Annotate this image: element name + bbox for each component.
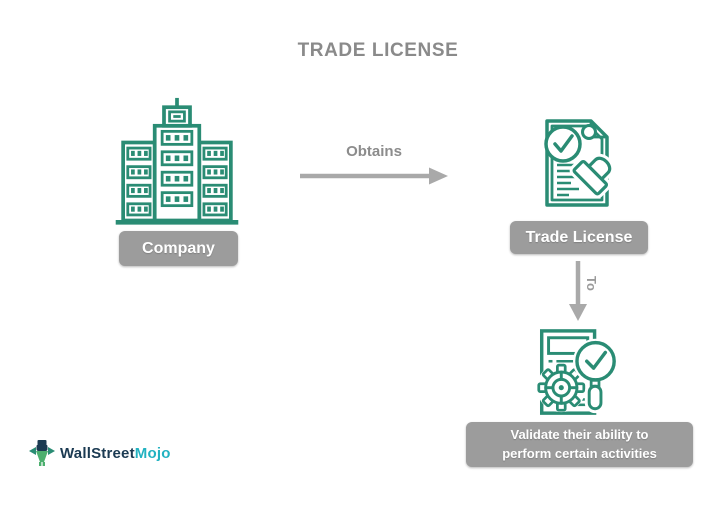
- right-arrow-icon: [300, 167, 448, 185]
- validation-inspection-icon: [536, 329, 619, 415]
- logo-text: WallStreetMojo: [60, 445, 171, 462]
- to-arrow-label: To: [583, 276, 599, 291]
- logo-text-primary: WallStreet: [60, 444, 135, 462]
- obtains-arrow-label: Obtains: [346, 143, 402, 160]
- wallstreetmojo-logo: WallStreetMojo: [29, 439, 171, 467]
- validate-label-line2: perform certain activities: [502, 445, 657, 461]
- logo-text-secondary: Mojo: [134, 444, 171, 462]
- down-arrow-icon: [569, 261, 587, 321]
- validate-label: Validate their ability to perform certai…: [466, 422, 693, 467]
- trade-license-label-text: Trade License: [525, 228, 633, 246]
- company-label-text: Company: [142, 239, 215, 257]
- company-label: Company: [119, 231, 238, 266]
- validate-label-line1: Validate their ability to: [510, 426, 649, 442]
- page-title: TRADE LICENSE: [297, 40, 459, 61]
- trade-license-label: Trade License: [510, 221, 648, 254]
- company-building-icon: [115, 97, 239, 225]
- trade-license-document-icon: [544, 119, 615, 207]
- obtains-arrow: Obtains: [298, 143, 450, 192]
- wallstreetmojo-bull-icon: [29, 440, 55, 466]
